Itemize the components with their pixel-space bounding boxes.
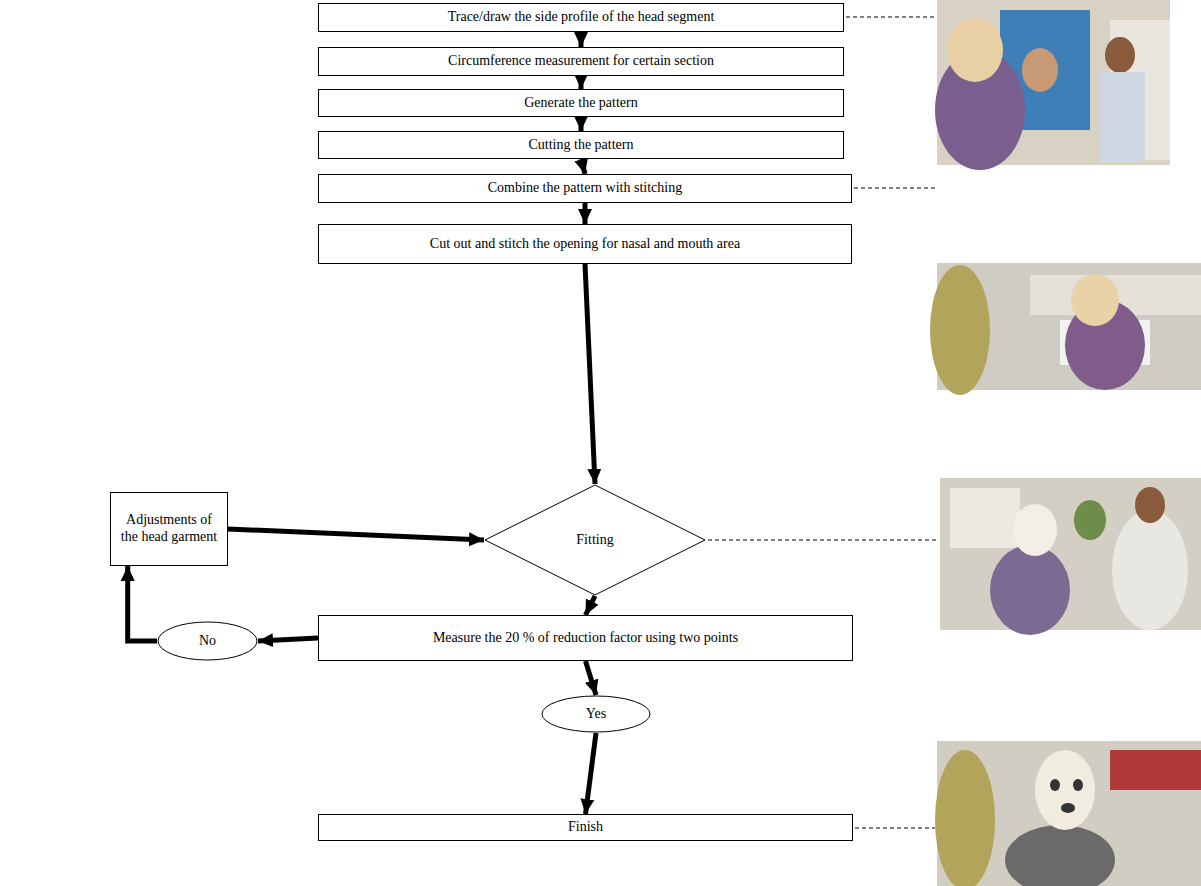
node-label: Circumference measurement for certain se… [448, 53, 714, 70]
flow-arrow [258, 638, 318, 641]
node-label: Cutting the pattern [529, 137, 634, 154]
flow-arrow [579, 76, 584, 89]
node-text-block: No [193, 631, 222, 652]
node-text-block: Measure the 20 % of reduction factor usi… [427, 628, 744, 649]
process-box: Trace/draw the side profile of the head … [318, 3, 844, 32]
photo-fitting [940, 478, 1201, 635]
node-text-block: Adjustments of the head garment [111, 510, 227, 548]
flow-arrow [585, 264, 595, 484]
process-box: Combine the pattern with stitching [318, 174, 852, 203]
process-box: Circumference measurement for certain se… [318, 47, 844, 76]
process-box: Measure the 20 % of reduction factor usi… [318, 615, 853, 661]
leader-line [846, 17, 935, 18]
process-box: Cutting the pattern [318, 131, 844, 159]
node-label: Measure the 20 % of reduction factor usi… [433, 630, 738, 647]
node-label: Generate the pattern [524, 95, 638, 112]
flow-arrow [586, 661, 597, 695]
node-label: Trace/draw the side profile of the head … [448, 9, 715, 26]
flow-arrow [581, 159, 585, 174]
flow-arrow [228, 529, 484, 540]
photo-stitching [930, 263, 1201, 395]
node-label: Cut out and stitch the opening for nasal… [430, 236, 740, 253]
flow-arrow [128, 566, 157, 641]
node-text-block: Finish [562, 817, 609, 838]
node-text-block: Yes [580, 704, 612, 725]
photo-tracing [935, 0, 1170, 170]
node-text-block: Trace/draw the side profile of the head … [442, 7, 721, 28]
leader-line [854, 188, 935, 189]
node-label: No [199, 633, 216, 650]
photo-finish [935, 741, 1201, 886]
node-text-block: Cutting the pattern [523, 135, 640, 156]
node-text-block: Circumference measurement for certain se… [442, 51, 720, 72]
node-text-block: Fitting [570, 530, 619, 551]
node-label: Combine the pattern with stitching [488, 180, 682, 197]
node-text-block: Generate the pattern [518, 93, 644, 114]
node-text-block: Combine the pattern with stitching [482, 178, 688, 199]
flow-arrow [586, 596, 596, 615]
node-label: Yes [586, 706, 606, 723]
terminal-box: Finish [318, 814, 853, 841]
node-label: Fitting [576, 532, 613, 549]
leader-line [855, 828, 935, 829]
flow-arrow [583, 203, 588, 224]
flow-arrow [586, 733, 597, 814]
node-text-block: Cut out and stitch the opening for nasal… [424, 234, 746, 255]
node-label: Adjustments of the head garment [117, 512, 221, 546]
answer-ellipse: No [157, 621, 258, 661]
process-box: Adjustments of the head garment [110, 492, 228, 566]
process-box: Generate the pattern [318, 89, 844, 117]
flow-arrow [579, 117, 584, 131]
leader-line [708, 540, 938, 541]
flow-arrow [579, 32, 584, 47]
decision-diamond: Fitting [484, 484, 706, 596]
node-label: Finish [568, 819, 603, 836]
process-box: Cut out and stitch the opening for nasal… [318, 224, 852, 264]
answer-ellipse: Yes [541, 695, 651, 733]
